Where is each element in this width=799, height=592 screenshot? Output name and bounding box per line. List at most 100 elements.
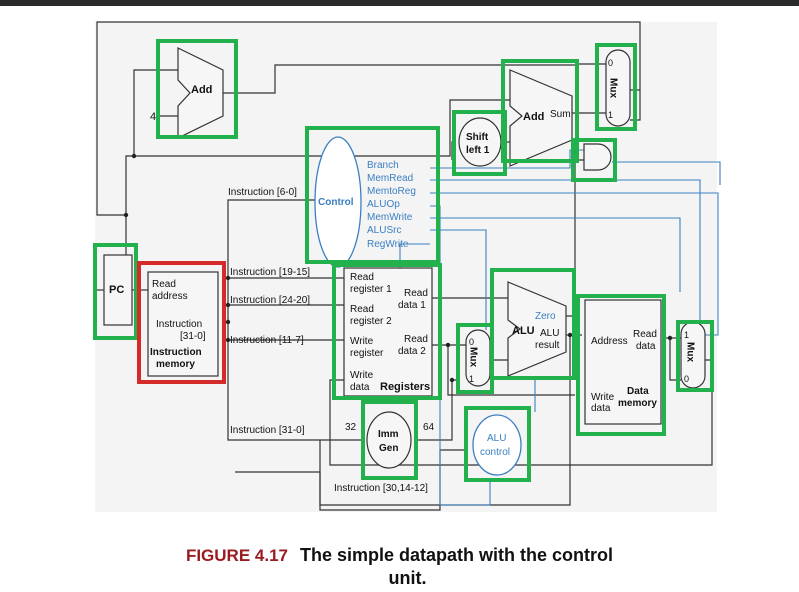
pc-label: PC: [109, 284, 124, 296]
control-wires: [399, 149, 721, 506]
junction-dot: [667, 335, 673, 341]
add-top-label: Add: [191, 84, 212, 96]
rr1-label-a: Read: [350, 272, 374, 283]
add-branch-sum: Sum: [550, 109, 571, 120]
alu-result-a: ALU: [540, 328, 559, 339]
junction-dot: [449, 377, 455, 383]
rr2-label-b: register 2: [350, 316, 392, 327]
imem-read-address-2: address: [152, 291, 188, 302]
control-signal-list: Branch MemRead MemtoReg ALUOp MemWrite A…: [367, 160, 416, 250]
wr-label-b: register: [350, 348, 384, 359]
junction-dot: [225, 302, 231, 308]
mux-top-in1: 1: [608, 110, 613, 120]
add-branch-shape: [509, 69, 573, 167]
signal-memtoreg: MemtoReg: [367, 186, 416, 197]
add-top-shape: [177, 47, 224, 139]
wire-junctions: [123, 153, 673, 383]
rd1-label-a: Read: [404, 288, 428, 299]
datapath-diagram: Add 4 Add Sum Shift left 1 0 Mux 1 Contr…: [93, 21, 721, 512]
control-label: Control: [318, 197, 354, 208]
data-memory-labels: Address Read data Write data: [591, 329, 657, 414]
highlight-shift: [452, 110, 507, 176]
field-19-15: Instruction [19-15]: [230, 267, 310, 278]
mux-wb-in0: 0: [684, 374, 689, 384]
dmem-address: Address: [591, 336, 628, 347]
alu-shape: [507, 281, 567, 377]
imm-gen-unit: [366, 411, 412, 469]
rr1-label-b: register 1: [350, 284, 392, 295]
wd-label-b: data: [350, 382, 370, 393]
imm-gen-label-a: Imm: [378, 429, 399, 440]
instruction-memory: [147, 271, 219, 377]
highlight-and-gate: [571, 138, 617, 182]
dmem-title-a: Data: [627, 386, 649, 397]
rd2-label-b: data 2: [398, 346, 426, 357]
pc-register: [103, 254, 133, 326]
highlight-boxes: [93, 39, 714, 482]
junction-dot: [225, 319, 231, 325]
mux-top-label: Mux: [608, 78, 619, 98]
alu-zero: Zero: [535, 311, 556, 322]
signal-aluop: ALUOp: [367, 199, 400, 210]
imm-gen-label-b: Gen: [379, 443, 398, 454]
junction-dot: [123, 212, 129, 218]
imm-gen-out-bits: 64: [423, 422, 435, 433]
field-11-7: Instruction [11-7]: [230, 335, 304, 346]
add-top-input-four: 4: [150, 111, 156, 123]
wd-label-a: Write: [350, 370, 374, 381]
field-24-20: Instruction [24-20]: [230, 295, 310, 306]
highlight-pc: [93, 243, 138, 340]
figure-number: FIGURE 4.17: [185, 546, 288, 565]
signal-alusrc: ALUSrc: [367, 225, 401, 236]
dmem-read-b: data: [636, 341, 656, 352]
register-port-labels: Read register 1 Read register 2 Write re…: [350, 272, 428, 393]
alu-control-label-b: control: [480, 447, 510, 458]
mux-top-in0: 0: [608, 58, 613, 68]
dmem-write-a: Write: [591, 392, 615, 403]
rd1-label-b: data 1: [398, 300, 426, 311]
junction-dot: [567, 332, 573, 338]
highlight-control: [305, 126, 440, 264]
highlight-mux-alusrc: [456, 323, 494, 394]
dmem-title-b: memory: [618, 398, 657, 409]
figure-caption-line2: unit.: [388, 568, 427, 588]
signal-regwrite: RegWrite: [367, 239, 409, 250]
field-31-0: Instruction [31-0]: [230, 425, 305, 436]
junction-dot: [225, 275, 231, 281]
junction-dot: [445, 342, 451, 348]
shift-label: Shift: [466, 132, 489, 143]
register-file: [343, 267, 433, 397]
highlight-mux-memtoreg: [676, 320, 714, 392]
imm-gen-in-bits: 32: [345, 422, 357, 433]
mux-wb-label: Mux: [685, 342, 696, 362]
instruction-field-labels: Instruction [6-0] Instruction [19-15] In…: [228, 187, 428, 494]
highlight-alu-control: [464, 406, 531, 482]
junction-dot: [131, 153, 137, 159]
signal-branch: Branch: [367, 160, 399, 171]
imem-read-address: Read: [152, 279, 176, 290]
imem-instruction: Instruction: [156, 319, 202, 330]
add-branch-label: Add: [523, 111, 544, 123]
highlight-imm-gen: [361, 400, 418, 480]
highlight-instruction-memory: [137, 261, 226, 384]
figure-caption: FIGURE 4.17 The simple datapath with the …: [0, 545, 799, 566]
alu-control-unit: [472, 414, 522, 476]
dmem-read-a: Read: [633, 329, 657, 340]
figure-caption-text: The simple datapath with the control: [300, 545, 614, 565]
field-6-0: Instruction [6-0]: [228, 187, 297, 198]
signal-memwrite: MemWrite: [367, 212, 413, 223]
highlight-data-memory: [576, 294, 666, 436]
dmem-write-b: data: [591, 403, 611, 414]
mux-top: [605, 49, 631, 127]
signal-memread: MemRead: [367, 173, 413, 184]
mux-alusrc-in1: 1: [469, 374, 474, 384]
alu-control-label-a: ALU: [487, 433, 506, 444]
junction-dot: [225, 337, 231, 343]
alu-result-b: result: [535, 340, 560, 351]
and-gate: [583, 143, 612, 171]
highlight-registers: [332, 263, 442, 400]
alu-label: ALU: [512, 325, 535, 337]
highlight-add-top: [156, 39, 238, 139]
rr2-label-a: Read: [350, 304, 374, 315]
highlight-mux-top: [595, 43, 637, 131]
